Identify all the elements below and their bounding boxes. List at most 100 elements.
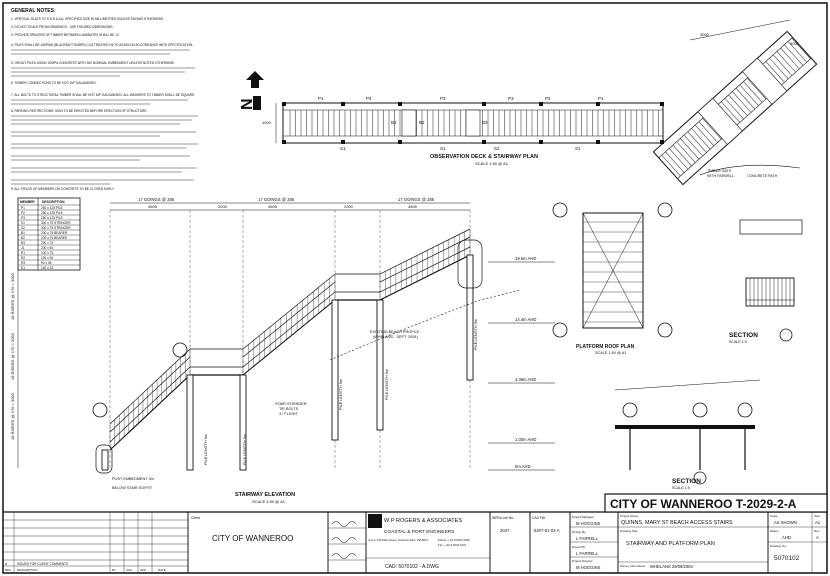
drawing-title-label: Drawing Title <box>620 529 638 533</box>
member-code: P2 <box>21 211 25 215</box>
stair-plan: 3000 5000 TIMBER GATE WITH FARWELL CONCR… <box>652 19 818 186</box>
section-b: SECTION SCALE 1:5 <box>729 219 803 344</box>
deck-plan-scale: SCALE 1:50 @ A1 <box>475 161 509 166</box>
design-label: Design By <box>572 530 586 534</box>
datum-label: Datum <box>770 529 779 533</box>
rev-header-rev: REV <box>5 568 11 572</box>
drawing-no: 5070102 <box>774 555 800 562</box>
deck-label-s1c: S1 <box>575 146 581 151</box>
level-1: 19.5m AHD <box>515 256 536 261</box>
drawn-label: Drawn By <box>572 545 586 549</box>
deck-label-s2: S2 <box>494 146 500 151</box>
notes-heading: GENERAL NOTES: <box>11 8 56 14</box>
level-5: 0m AHD <box>515 464 531 469</box>
client-label: Client <box>191 516 200 520</box>
rev-header-desc: DESCRIPTION <box>17 568 38 572</box>
elevation-scale: SCALE 1:50 @ A1 <box>252 499 286 504</box>
mid-dim-5: 4505 <box>408 204 418 209</box>
stringer-note-2: TIE BOLTS <box>279 407 299 411</box>
drawing-no-label: Drawing No. <box>770 544 787 548</box>
deck-label-s1b: S1 <box>440 146 446 151</box>
note-7: 7. ALL BOLTS TO STRUCTURAL TIMBER SHALL … <box>11 93 195 97</box>
riser-dim-3: 18 RISERS @ 170 = 3060 <box>10 392 15 440</box>
deck-label-p1b: P1 <box>598 96 604 101</box>
member-description: 200 x 50 <box>41 246 53 250</box>
member-description: 140 x 32 <box>41 266 53 270</box>
member-description: 250 x 125 PILE <box>41 216 63 220</box>
deck-label-b2: B2 <box>419 120 425 125</box>
pile-length-4: PILE LENGTH 5m <box>385 369 389 400</box>
title-block: CITY OF WANNEROO T-2029-2-A A ISSUED FOR… <box>2 493 828 574</box>
size-label: Size <box>814 514 820 518</box>
timber-gate-note-2: WITH FARWELL <box>707 174 734 178</box>
deck-label-s1a: S1 <box>340 146 346 151</box>
rev-header-app: APP <box>140 568 146 572</box>
wpra-job-no: 2047 <box>500 528 510 533</box>
signature-2-icon <box>331 537 357 543</box>
description-col-header: DESCRIPTION <box>42 200 65 204</box>
member-code: J1 <box>21 246 25 250</box>
member-code: R3 <box>21 261 25 265</box>
section-c-title: SECTION <box>672 478 701 485</box>
elevation-title: STAIRWAY ELEVATION <box>235 492 295 498</box>
roof-plan: PLATFORM ROOF PLAN SCALE 1:50 @ A1 <box>552 202 673 355</box>
member-description: 200 x 75 BEARER <box>41 231 68 235</box>
going-dim-2: 17 GOINGS @ 285 <box>258 197 295 202</box>
director-name: M HOGGINS <box>576 565 601 570</box>
scale-value: AS SHOWN <box>774 520 797 525</box>
section-c: SECTION SCALE 1:5 <box>614 379 761 490</box>
member-code: P3 <box>21 216 25 220</box>
mid-dim-3: 4505 <box>268 204 278 209</box>
roof-plan-title: PLATFORM ROOF PLAN <box>576 344 635 350</box>
design-name: L FARRELL <box>576 536 599 541</box>
stair-elevation: 17 GOINGS @ 285 17 GOINGS @ 285 17 GOING… <box>10 197 555 504</box>
member-code: B3 <box>21 241 25 245</box>
consultant-fax: Fax: + 61 8 9444 4341 <box>438 543 467 547</box>
member-description: 200 x 75 BEARER <box>41 236 68 240</box>
cad-label: CAD File <box>532 516 545 520</box>
beach-note-1: EXISTING BEACH PROFILE <box>370 330 420 334</box>
going-dim-1: 17 GOINGS @ 285 <box>138 197 175 202</box>
stringer-note-3: 3 / FLIGHT <box>279 412 298 416</box>
member-description: 300 x 75 STRINGER <box>41 221 71 225</box>
mid-dim-4: 2000 <box>344 204 354 209</box>
rev-label: Rev <box>814 529 820 533</box>
survey-value: WHELANS 29/09/2004 <box>650 564 694 569</box>
roof-plan-scale: SCALE 1:50 @ A1 <box>595 351 626 355</box>
client-name: CITY OF WANNEROO <box>212 534 293 543</box>
drawn-name: L FARRELL <box>576 551 599 556</box>
cad-file: CAD: 5070102 - A.DWG <box>385 564 439 570</box>
project-label: Project Name <box>620 514 639 518</box>
deck-label-p3b: P3 <box>508 96 514 101</box>
north-arrow-icon <box>246 71 264 88</box>
north-arrow: N <box>239 71 264 110</box>
member-description: 90 x 45 <box>41 261 52 265</box>
consultant-logo-icon <box>368 514 382 528</box>
deck-label-b1: B1 <box>391 120 397 125</box>
rev-row-a: A <box>5 562 8 566</box>
stringer-note-1: STAIR STRINGER <box>275 402 307 406</box>
deck-label-p2b: P2 <box>545 96 551 101</box>
member-description: 100 x 50 <box>41 256 53 260</box>
rev-row-desc: ISSUED FOR CLIENT COMMENTS <box>17 562 68 566</box>
deck-plan-title: OBSERVATION DECK & STAIRWAY PLAN <box>430 154 538 160</box>
consultant-phone: Phone: + 61 8 9444 4045 <box>438 538 470 542</box>
deck-label-p3a: P3 <box>440 96 446 101</box>
note-5: 5. GROUT PILES USING 20MPa CONCRETE WITH… <box>11 61 175 65</box>
deck-plan: P1 P1 P2 P2 P3 P3 S1 S1 S1 S2 B1 B2 B3 1… <box>262 96 664 166</box>
member-code: D1 <box>21 266 25 270</box>
note-4: 4. PILES SHALL BE JARRAH (BLACKBUTT/KARR… <box>11 43 193 47</box>
section-b-scale: SCALE 1:5 <box>729 340 747 344</box>
survey-label: Survey Information <box>620 564 646 568</box>
below-soffit-note: BELOW STAIR SOFFIT <box>112 486 153 490</box>
consultant-address: Unit 2, 133 Main Street, Osborne Park, W… <box>368 538 429 542</box>
deck-label-p1a: P1 <box>318 96 324 101</box>
pm-label: Project Manager <box>572 515 594 519</box>
level-4: 1.00m AHD <box>515 437 536 442</box>
pile-length-5: PILE LENGTH 5m <box>474 319 478 350</box>
level-2: 14.4m AHD <box>515 317 536 322</box>
rev-value: A <box>816 535 819 540</box>
